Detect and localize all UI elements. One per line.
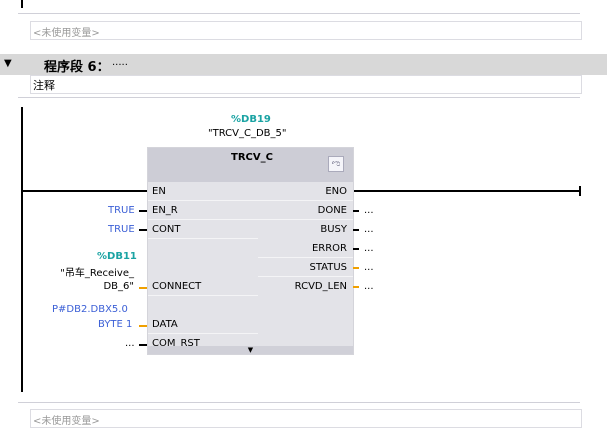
connect-db-address: %DB11 [97,251,137,262]
left-power-rail [21,107,23,392]
unused-variable-text: <未使用变量> [33,28,100,39]
instance-db-name[interactable]: "TRCV_C_DB_5" [208,128,287,139]
block-help-icon[interactable]: ಌ [328,156,344,172]
divider [18,97,580,98]
pin-rcvd-len: RCVD_LEN [294,281,347,292]
comment-field[interactable]: 注释 [30,75,582,94]
power-wire-eno [352,190,580,192]
unused-variable-field-bottom[interactable]: <未使用变量> [30,409,582,428]
unused-variable-text: <未使用变量> [33,416,100,427]
divider [18,13,580,14]
power-wire-en [23,190,147,192]
data-value-line1[interactable]: P#DB2.DBX5.0 [52,304,128,315]
segment-title: 程序段 6： [44,60,110,75]
pin-en-r: EN_R [152,205,178,216]
pin-status: STATUS [309,262,347,273]
pin-eno: ENO [325,186,347,197]
block-type: TRCV_C [231,152,273,163]
pin-cont: CONT [152,224,181,235]
connect-value-line2[interactable]: DB_6" [103,281,134,292]
pin-en: EN [152,186,166,197]
pin-com-rst: COM_RST [152,338,200,349]
pin-connect: CONNECT [152,281,202,292]
divider [18,402,580,403]
pin-data: DATA [152,319,178,330]
instance-db-address: %DB19 [231,114,271,125]
prev-power-rail [21,0,23,8]
pin-busy: BUSY [320,224,347,235]
comment-text: 注释 [33,79,55,92]
com-rst-value[interactable]: ... [125,338,135,349]
done-value[interactable]: ... [364,205,374,216]
cont-value[interactable]: TRUE [108,224,135,235]
status-value[interactable]: ... [364,262,374,273]
wire-end [579,186,581,196]
pin-done: DONE [317,205,347,216]
unused-variable-field[interactable]: <未使用变量> [30,21,582,40]
collapse-triangle-icon[interactable]: ▼ [4,58,12,69]
error-value[interactable]: ... [364,243,374,254]
rcvd-len-value[interactable]: ... [364,281,374,292]
segment-name[interactable]: ..... [112,57,128,68]
segment-header[interactable]: ▼ 程序段 6： ..... [0,54,607,75]
trcv-c-block[interactable]: TRCV_C ಌ EN EN_R CONT CONNECT DATA COM_R… [147,147,354,355]
expand-block-icon[interactable]: ▼ [148,346,353,354]
en-r-value[interactable]: TRUE [108,205,135,216]
busy-value[interactable]: ... [364,224,374,235]
data-value-line2[interactable]: BYTE 1 [98,319,133,330]
connect-value-line1[interactable]: "吊车_Receive_ [60,268,134,279]
pin-error: ERROR [311,243,347,254]
